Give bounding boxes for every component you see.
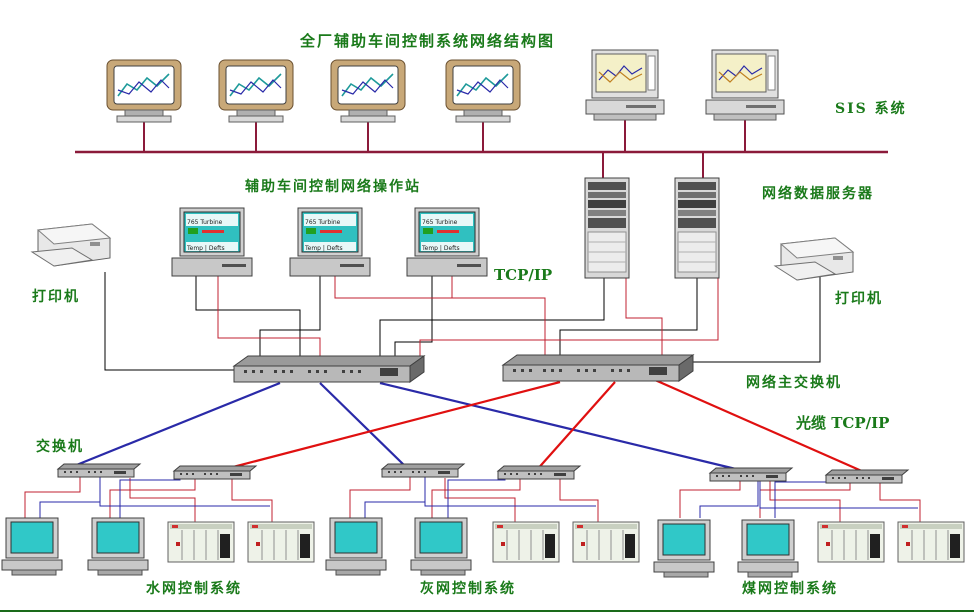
water-plc-cabinet-2 — [247, 521, 315, 563]
ash-workstation-1 — [325, 517, 387, 576]
operator-stations-label: 辅助车间控制网络操作站 — [245, 179, 421, 195]
operator-station-2: 765 Turbine Temp | Defts — [289, 207, 371, 277]
main-switch-2 — [502, 354, 694, 382]
station-screen-line1: 765 Turbine — [187, 219, 223, 226]
switch-label: 交换机 — [36, 439, 84, 455]
switch-ash-2 — [497, 465, 581, 480]
station-screen-line2: Temp | Defts — [304, 245, 343, 252]
printer-left-label: 打印机 — [32, 289, 80, 305]
water-workstation-2 — [87, 517, 149, 576]
ash-system-label: 灰网控制系统 — [420, 581, 516, 597]
bottom-border — [0, 610, 974, 612]
operator-station-3: 765 Turbine Temp | Defts — [406, 207, 488, 277]
switch-water-1 — [57, 463, 141, 478]
sis-crt-monitor-1 — [106, 59, 182, 123]
sis-label: SIS 系统 — [835, 101, 907, 117]
printer-left-icon — [31, 223, 111, 267]
sis-crt-monitor-3 — [330, 59, 406, 123]
data-server-rack-1 — [584, 177, 630, 279]
coal-workstation-2 — [737, 519, 799, 578]
main-switch-1 — [233, 355, 425, 383]
fiber-tcpip-label: 光缆 TCP/IP — [796, 414, 890, 432]
printer-right-icon — [774, 237, 854, 281]
coal-plc-cabinet-2 — [897, 521, 965, 563]
coal-plc-cabinet-1 — [817, 521, 885, 563]
printer-right-label: 打印机 — [835, 291, 883, 307]
water-system-label: 水网控制系统 — [146, 581, 242, 597]
sis-flat-monitor-2 — [705, 49, 785, 121]
coal-system-label: 煤网控制系统 — [742, 581, 838, 597]
water-workstation-1 — [1, 517, 63, 576]
ash-workstation-2 — [410, 517, 472, 576]
switch-water-2 — [173, 465, 257, 480]
water-plc-cabinet-1 — [167, 521, 235, 563]
sis-crt-monitor-2 — [218, 59, 294, 123]
operator-station-1: 765 Turbine Temp | Defts — [171, 207, 253, 277]
station-screen-line2: Temp | Defts — [186, 245, 225, 252]
station-screen-line1: 765 Turbine — [305, 219, 341, 226]
sis-flat-monitor-1 — [585, 49, 665, 121]
ash-plc-cabinet-2 — [572, 521, 640, 563]
coal-workstation-1 — [653, 519, 715, 578]
ash-plc-cabinet-1 — [492, 521, 560, 563]
diagram-title: 全厂辅助车间控制系统网络结构图 — [300, 32, 556, 50]
data-servers-label: 网络数据服务器 — [762, 186, 874, 202]
station-screen-line2: Temp | Defts — [421, 245, 460, 252]
switch-coal-1 — [709, 467, 793, 482]
switch-coal-2 — [825, 469, 909, 484]
switch-ash-1 — [381, 463, 465, 478]
station-screen-line1: 765 Turbine — [422, 219, 458, 226]
sis-crt-monitor-4 — [445, 59, 521, 123]
main-switch-label: 网络主交换机 — [746, 375, 842, 391]
tcpip-label: TCP/IP — [494, 266, 553, 284]
data-server-rack-2 — [674, 177, 720, 279]
